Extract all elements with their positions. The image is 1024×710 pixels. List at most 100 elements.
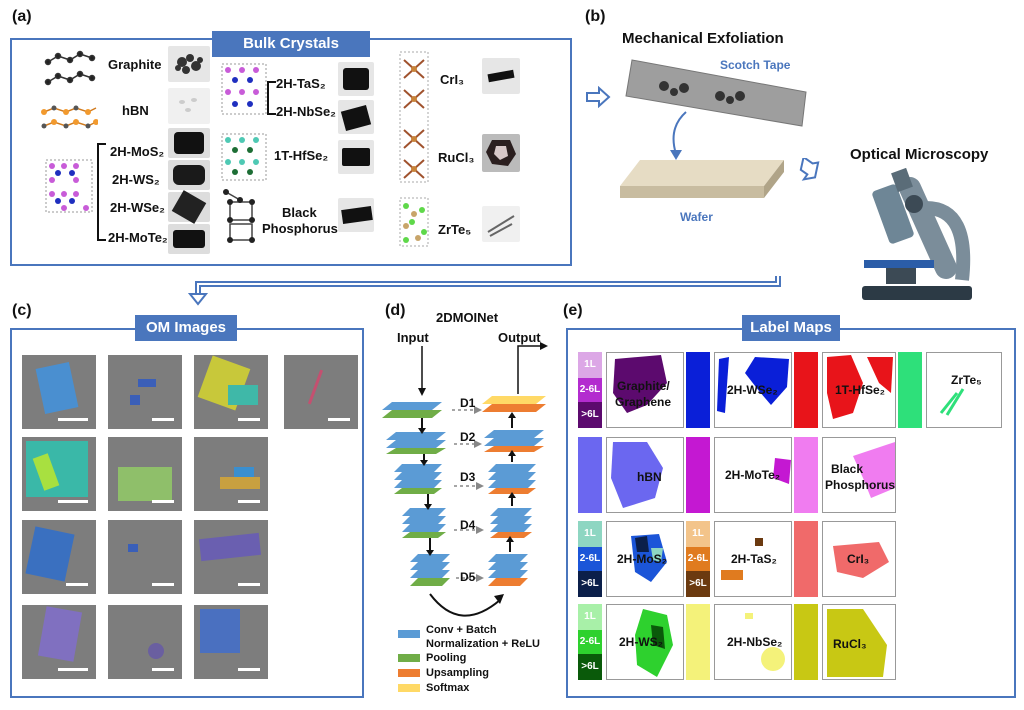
hfse2-crystal-photo [338,140,374,174]
zrte5-colorbar [898,352,922,428]
hbn-colorbar [578,437,602,513]
label-maps-header: Label Maps [742,315,840,341]
scotch-tape-illustration [625,59,807,127]
ws2-1l: 1L [578,604,602,630]
network-diagram [382,342,548,617]
nbse2-colorbar [686,604,710,680]
mos2-crystal-photo [168,128,210,158]
tas2-colorbar: 1L 2-6L >6L [686,521,710,597]
mos2-label-map: 2H-MoS₂ [606,521,684,597]
mote2-colorbar [686,437,710,513]
hfse2-label-map: 1T-HfSe₂ [822,352,896,428]
wafer-label: Wafer [680,210,713,224]
graphite-crystal-photo [168,46,210,82]
hfse2-structure-icon [221,133,267,181]
mos2-1l: 1L [578,521,602,547]
legend-swatch-softmax [398,684,420,692]
graphite-structure-icon [44,50,96,86]
zrte5-label-map: ZrTe₅ [926,352,1002,428]
exfoliation-arrow-icon [670,111,687,160]
om-image-1 [22,355,96,429]
optical-microscopy-title: Optical Microscopy [850,146,989,163]
om-image-12 [108,605,182,679]
zrte5-crystal-photo [482,206,520,242]
hbn-label-map: hBN [606,437,684,513]
panel-label-b: (b) [585,8,606,25]
mote2-map-label: 2H-MoTe₂ [725,468,781,482]
level-d5: D5 [460,570,476,584]
tas2-nbse2-structure-icon [221,63,267,115]
legend-label-softmax: Softmax [426,682,470,694]
hfse2-colorbar [794,352,818,428]
wse2-colorbar [686,352,710,428]
ws2-map-label: 2H-WS₂ [619,635,663,649]
graphite-2-6l: 2-6L [578,378,602,402]
level-d2: D2 [460,430,476,444]
wafer-illustration [620,160,784,198]
legend-swatch-upsampling [398,669,420,677]
om-image-3 [194,355,268,429]
hbn-crystal-photo [168,88,210,124]
mos2-colorbar: 1L 2-6L >6L [578,521,602,597]
graphite-map-label-2: Graphene [615,395,672,409]
cri3-label: CrI₃ [440,72,465,87]
om-image-9 [108,520,182,594]
nbse2-label-map: 2H-NbSe₂ [714,604,792,680]
rucl3-label-map: RuCl₃ [822,604,896,680]
network-output-label: Output [498,330,541,345]
panel-label-c: (c) [12,302,32,319]
level-d1: D1 [460,396,476,410]
om-image-8 [22,520,96,594]
graphite-map-label-1: Graphite/ [617,379,670,393]
legend-label-pooling: Pooling [426,652,467,664]
bp-map-label-1: Black [831,462,864,476]
arrow-to-microscope-icon [799,158,820,181]
microscope-icon [862,168,972,300]
nbse2-map-label: 2H-NbSe₂ [727,635,783,649]
tas2-gt6l: >6L [686,571,710,597]
mos2-2-6l: 2-6L [578,547,602,571]
ws2-label-map: 2H-WS₂ [606,604,684,680]
mos2-map-label: 2H-MoS₂ [617,552,667,566]
bulk-crystals-header: Bulk Crystals [212,31,370,57]
wse2-label-map: 2H-WSe₂ [714,352,792,428]
network-title: 2DMOINet [436,310,499,325]
hfse2-map-label: 1T-HfSe₂ [835,383,886,397]
ws2-colorbar: 1L 2-6L >6L [578,604,602,680]
rucl3-crystal-photo [482,134,520,172]
graphite-label-map: Graphite/ Graphene [606,352,684,428]
black-phosphorus-structure-icon [223,189,255,243]
om-image-7 [194,437,268,511]
om-image-13 [194,605,268,679]
nbse2-crystal-photo [338,100,374,134]
cri3-map-label: CrI₃ [847,552,870,566]
graphite-colorbar: 1L 2-6L >6L [578,352,602,428]
mos2-label: 2H-MoS₂ [110,144,165,159]
cri3-colorbar [794,521,818,597]
legend-swatch-conv [398,630,420,638]
wse2-crystal-photo [168,190,210,224]
panel-label-d: (d) [385,302,406,319]
tmd-structure-icon [45,159,93,213]
om-image-2 [108,355,182,429]
cri3-rucl3-zrte5-structure-icon [399,51,429,247]
graphite-gt6l: >6L [578,402,602,428]
hbn-label: hBN [122,103,149,118]
graphite-1l: 1L [578,352,602,378]
bp-colorbar [794,437,818,513]
hbn-structure-icon [41,105,98,129]
cri3-label-map: CrI₃ [822,521,896,597]
ws2-gt6l: >6L [578,654,602,680]
network-input-label: Input [397,330,429,345]
bp-label-map: Black Phosphorus [822,437,896,513]
ws2-crystal-photo [168,160,210,190]
om-image-5 [22,437,96,511]
zrte5-label: ZrTe₅ [438,222,472,237]
hbn-map-label: hBN [637,470,662,484]
rucl3-colorbar [794,604,818,680]
bp-map-label-2: Phosphorus [825,478,896,492]
panel-label-a: (a) [12,8,32,25]
rucl3-map-label: RuCl₃ [833,637,867,651]
wse2-label: 2H-WSe₂ [110,200,165,215]
black-phosphorus-label-line2: Phosphorus [262,221,338,236]
